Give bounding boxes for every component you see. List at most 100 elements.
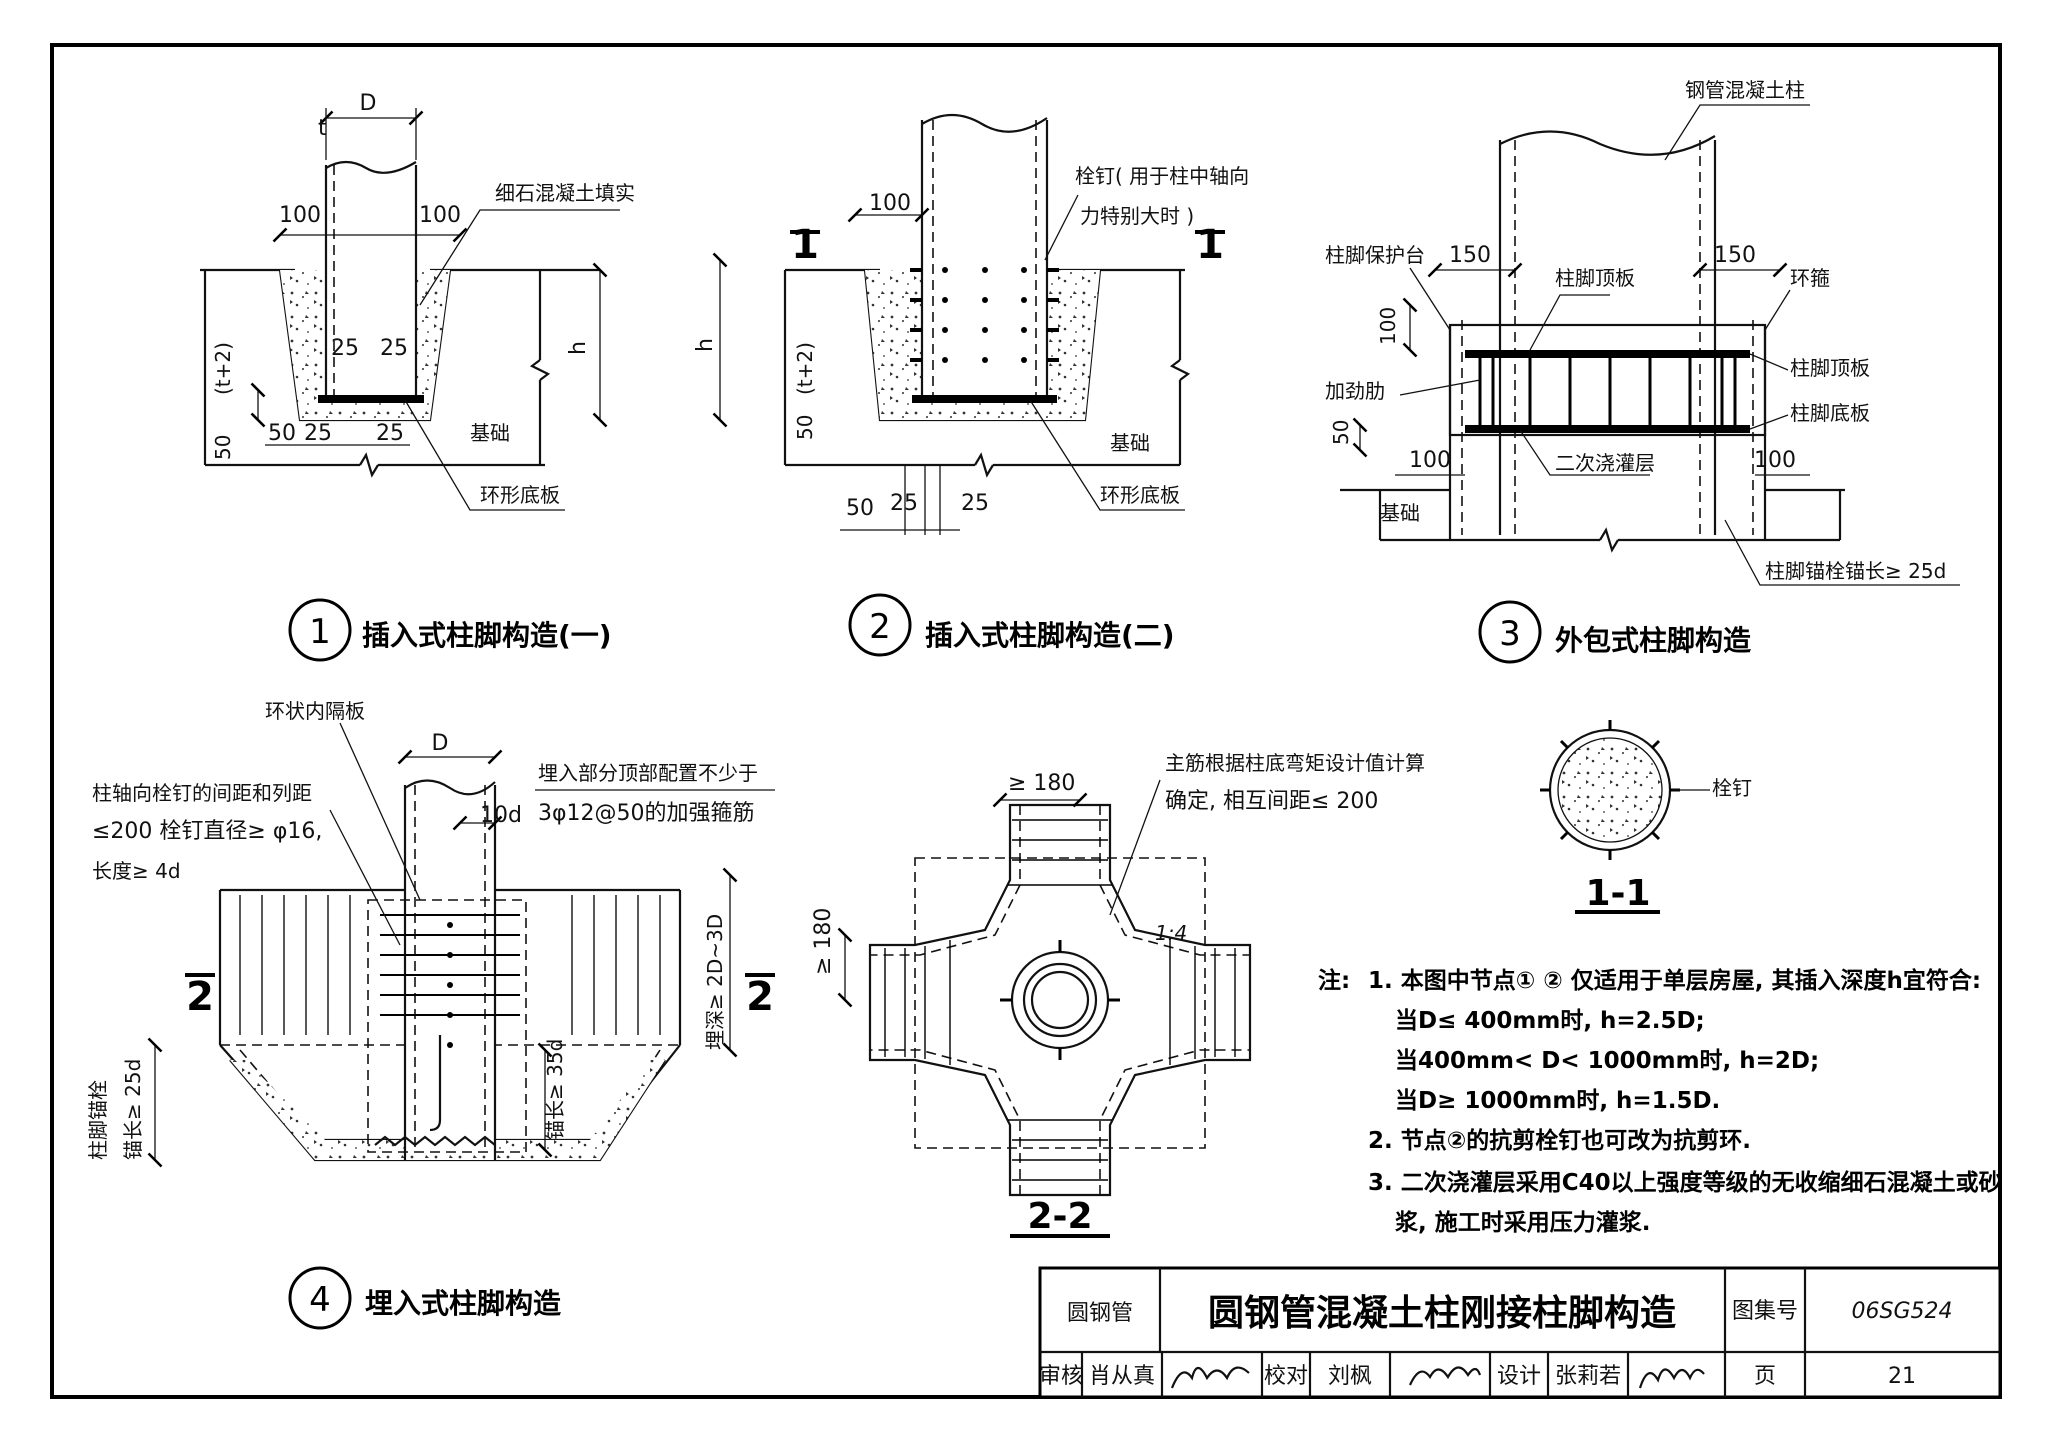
d3-label-hoop: 环箍 — [1790, 266, 1830, 290]
d4-label-spacing3: 长度≥ 4d — [92, 859, 181, 883]
d4-title: 埋入式柱脚构造 — [365, 1287, 561, 1320]
d3-label-topplate2: 柱脚顶板 — [1790, 356, 1870, 380]
d2-dim-25b: 25 — [961, 491, 989, 516]
tb-title: 圆钢管混凝土柱刚接柱脚构造 — [1208, 1293, 1676, 1334]
d4-dim-anchor1: 柱脚锚栓 — [86, 1080, 110, 1160]
d3-label-column: 钢管混凝土柱 — [1685, 78, 1805, 102]
d2-num: 2 — [869, 607, 891, 647]
notes-n3a: 3. 二次浇灌层采用C40以上强度等级的无收缩细石混凝土或砂 — [1368, 1169, 2002, 1196]
d2-studs — [910, 267, 1059, 363]
d2-title: 插入式柱脚构造(二) — [925, 619, 1175, 652]
notes-n3b: 浆, 施工时采用压力灌浆. — [1395, 1209, 1650, 1236]
d2-sec-right: 1 — [1196, 222, 1224, 268]
d3-label-anchor: 柱脚锚栓锚长≥ 25d — [1765, 559, 1946, 583]
d4-sec-left: 2 — [186, 974, 214, 1020]
d4-label-top2: 3φ12@50的加强箍筋 — [538, 801, 755, 826]
notes-n1b: 当400mm< D< 1000mm时, h=2D; — [1395, 1048, 1819, 1074]
d2-dim-25a: 25 — [890, 491, 918, 516]
detail-4: 2 2 D 10d 埋深≥ 2D~3D 柱脚锚栓 锚长≥ 25d 锚长≥ 35d… — [86, 699, 775, 1330]
d1-num: 1 — [309, 612, 331, 652]
tb-review-label: 审核 — [1039, 1364, 1083, 1389]
d1-dim-50: 50 — [211, 435, 235, 460]
d2-label-plate: 环形底板 — [1100, 483, 1180, 507]
d2-dim-50: 50 — [793, 415, 817, 440]
d3-label-base: 基础 — [1380, 501, 1420, 525]
d3-label-protect: 柱脚保护台 — [1325, 243, 1425, 267]
d3-label-grout: 二次浇灌层 — [1555, 451, 1655, 475]
d1-label-fill: 细石混凝土填实 — [495, 181, 635, 205]
tb-category: 圆钢管 — [1067, 1301, 1133, 1326]
section-1-1: 栓钉 1-1 — [1540, 720, 1752, 914]
d4-label-spacing2: ≤200 栓钉直径≥ φ16, — [92, 819, 322, 844]
section-2-2: ≥ 180 ≥ 180 1:4 主筋根据柱底弯矩设计值计算 确定, 相互间距≤ … — [811, 751, 1425, 1238]
s22-dim-180b: ≥ 180 — [811, 908, 836, 975]
d4-label-diaphragm: 环状内隔板 — [265, 699, 365, 723]
d3-dim-50: 50 — [1329, 420, 1353, 445]
d1-label-plate: 环形底板 — [480, 483, 560, 507]
d1-dim-100b: 100 — [419, 203, 461, 228]
s11-label-stud: 栓钉 — [1712, 776, 1752, 800]
tb-check-label: 校对 — [1264, 1364, 1308, 1389]
d4-dim-anchor2: 锚长≥ 25d — [121, 1059, 145, 1160]
tb-atlas-no: 06SG524 — [1852, 1299, 1953, 1324]
d2-dim-t2: (t+2) — [793, 342, 817, 395]
d2-dim-100: 100 — [869, 191, 911, 216]
detail-2: 100 h (t+2) 50 50 25 25 1 1 栓钉( 用于柱中轴向 力… — [693, 114, 1249, 657]
tb-review-signature — [1170, 1366, 1250, 1389]
d2-dim-h: h — [693, 338, 718, 352]
d4-num: 4 — [309, 1280, 331, 1320]
tb-check-signature — [1408, 1366, 1482, 1386]
tb-review-name: 肖从真 — [1089, 1364, 1155, 1389]
d2-label-base: 基础 — [1110, 431, 1150, 455]
tb-design-label: 设计 — [1497, 1364, 1541, 1389]
s11-title: 1-1 — [1585, 873, 1650, 914]
d1-dim-100a: 100 — [279, 203, 321, 228]
d1-dim-25d: 25 — [376, 421, 404, 446]
d3-dim-150a: 150 — [1449, 243, 1491, 268]
d3-dim-100v: 100 — [1376, 307, 1400, 345]
d1-label-base: 基础 — [470, 421, 510, 445]
notes-n1: 1. 本图中节点① ② 仅适用于单层房屋, 其插入深度h宜符合: — [1368, 967, 1981, 994]
d1-circle — [288, 598, 352, 662]
notes-n1c: 当D≥ 1000mm时, h=1.5D. — [1395, 1088, 1720, 1114]
d3-num: 3 — [1499, 614, 1521, 654]
d2-sec-left: 1 — [791, 222, 819, 268]
d1-title: 插入式柱脚构造(一) — [362, 619, 612, 652]
d3-title: 外包式柱脚构造 — [1555, 624, 1751, 657]
d1-dim-50b: 50 — [268, 421, 296, 446]
sheet-border — [50, 43, 2002, 1399]
detail-3: 150 150 100 50 100 100 钢管混凝土柱 柱脚保护台 柱脚顶板… — [1325, 78, 1960, 664]
tb-design-name: 张莉若 — [1555, 1364, 1621, 1389]
d4-sec-right: 2 — [746, 974, 774, 1020]
detail-1: D t 100 100 25 25 (t+2) 50 50 25 25 h 细石… — [200, 91, 635, 662]
d2-label-stud1: 栓钉( 用于柱中轴向 — [1075, 164, 1249, 188]
d3-dim-150b: 150 — [1714, 243, 1756, 268]
tb-page-label: 页 — [1754, 1364, 1776, 1389]
s22-dim-180a: ≥ 180 — [1008, 771, 1075, 796]
d1-dim-t2: (t+2) — [211, 342, 235, 395]
s22-title: 2-2 — [1027, 1196, 1092, 1237]
d4-label-top1: 埋入部分顶部配置不少于 — [538, 761, 758, 785]
d4-dim-35d: 锚长≥ 35d — [543, 1039, 567, 1140]
d4-label-spacing1: 柱轴向栓钉的间距和列距 — [92, 781, 312, 805]
d1-dim-t: t — [318, 116, 327, 141]
d2-dim-50b: 50 — [846, 496, 874, 521]
d2-label-stud2: 力特别大时 ) — [1080, 204, 1194, 228]
d1-dim-h: h — [566, 341, 591, 355]
d3-label-topplate: 柱脚顶板 — [1555, 266, 1635, 290]
d1-dim-25c: 25 — [304, 421, 332, 446]
s22-label-main1: 主筋根据柱底弯矩设计值计算 — [1165, 751, 1425, 775]
tb-atlas-label: 图集号 — [1732, 1299, 1798, 1324]
d4-dim-depth: 埋深≥ 2D~3D — [703, 914, 727, 1050]
notes: 注: 1. 本图中节点① ② 仅适用于单层房屋, 其插入深度h宜符合: 当D≤ … — [1318, 967, 2002, 1236]
d3-dim-100b: 100 — [1754, 448, 1796, 473]
notes-n1a: 当D≤ 400mm时, h=2.5D; — [1395, 1008, 1705, 1034]
d3-circle — [1478, 600, 1542, 664]
d4-circle — [288, 1266, 352, 1330]
notes-n2: 2. 节点②的抗剪栓钉也可改为抗剪环. — [1368, 1127, 1751, 1154]
d3-dim-100a: 100 — [1409, 448, 1451, 473]
notes-head: 注: — [1318, 967, 1350, 994]
d4-dim-D: D — [432, 731, 449, 756]
d2-circle — [848, 593, 912, 657]
